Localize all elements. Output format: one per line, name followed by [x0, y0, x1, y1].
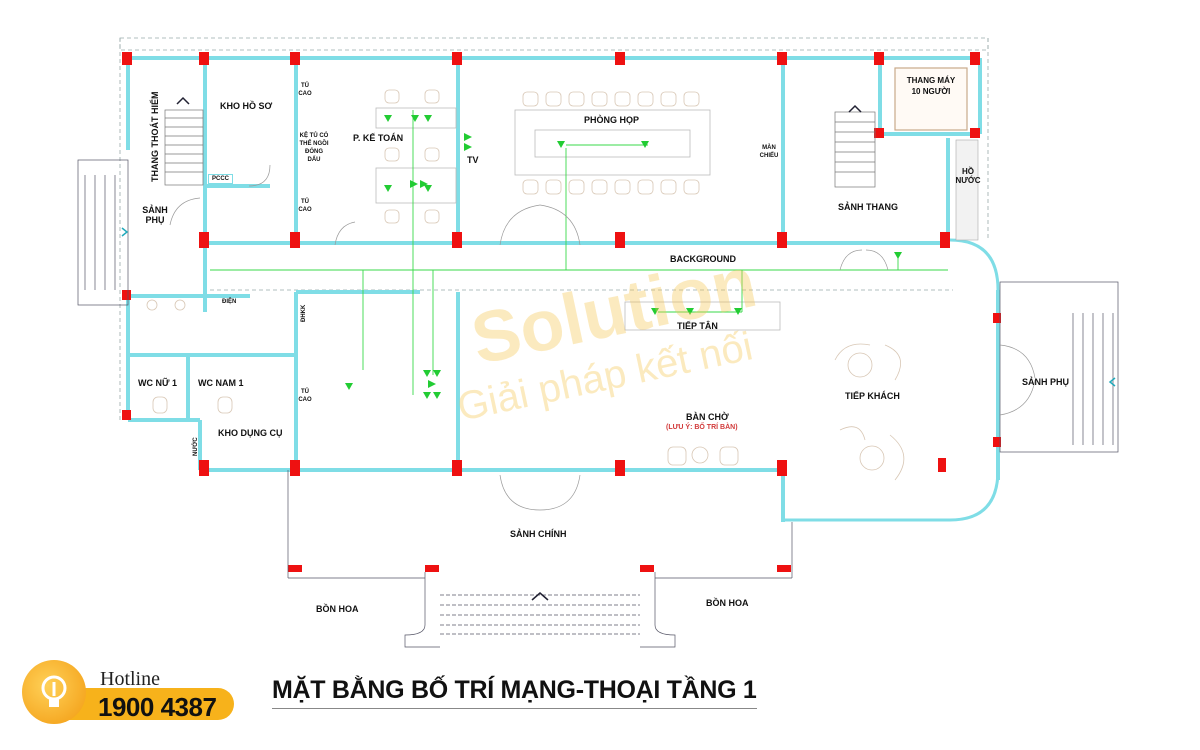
elevator-car: [894, 67, 968, 131]
label-waiting-note: (LƯU Ý: BỐ TRÍ BÀN): [666, 424, 738, 431]
label-side-hall-left: SẢNH PHỤ: [142, 205, 168, 225]
label-shelf-note: KỆ TỦ CÓ THỂ NGỒI ĐÓNG DẤU: [299, 133, 329, 163]
doors: [169, 164, 1036, 511]
columns: [122, 52, 1001, 572]
meeting-table: [514, 109, 711, 176]
emergency-stair-drawing: [164, 109, 204, 186]
label-side-hall-right: SẢNH PHỤ: [1022, 377, 1070, 387]
main-entrance-steps: [287, 470, 793, 648]
label-screen: MÀN CHIẾU: [759, 145, 779, 159]
walls: [126, 56, 1000, 522]
label-tall-cabinet-2: TỦ CAO: [298, 199, 312, 213]
building-outline: [119, 37, 989, 420]
label-tool-storage: KHO DỤNG CỤ: [218, 428, 283, 438]
label-flower-bed-left: BỒN HOA: [316, 604, 359, 614]
label-elevator: THANG MÁY 10 NGƯỜI: [906, 76, 956, 96]
label-water-tank: HỒ NƯỚC: [955, 167, 981, 185]
toilet-fixtures: [146, 299, 233, 414]
label-tv: TV: [467, 155, 479, 165]
network-outlets: [345, 115, 902, 399]
hotline-number[interactable]: 1900 4387: [98, 692, 217, 722]
label-wc-female: WC NỮ 1: [138, 378, 177, 388]
label-stair-hall: SẢNH THANG: [838, 202, 898, 212]
label-flower-bed-right: BỒN HOA: [706, 598, 749, 608]
label-reception: TIẾP TÂN: [677, 321, 718, 331]
label-tall-cabinet-3: TỦ CAO: [298, 389, 312, 403]
label-archive: KHO HỒ SƠ: [220, 101, 273, 111]
lightbulb-icon: [22, 660, 86, 724]
label-accounting: P. KẾ TOÁN: [353, 133, 404, 143]
hotline-label: Hotline: [100, 668, 160, 690]
label-emergency-stair: THANG THOÁT HIỂM: [150, 91, 160, 183]
label-electric: ĐIỆN: [222, 299, 237, 305]
label-waiting-desk: BÀN CHỜ: [686, 412, 729, 422]
drawing-title: MẶT BẰNG BỐ TRÍ MẠNG-THOẠI TẦNG 1: [272, 676, 757, 709]
hotline-pill: [58, 688, 234, 720]
curved-wall: [783, 238, 1000, 522]
guest-lounge-furniture: [667, 343, 905, 481]
hall-stair-drawing: [834, 111, 876, 188]
label-guest-area: TIẾP KHÁCH: [845, 391, 900, 401]
stair-direction-arrows: [121, 96, 1116, 387]
label-wc-male: WC NAM 1: [198, 378, 244, 388]
water-tank: [955, 139, 979, 241]
label-meeting-room: PHÒNG HỌP: [584, 115, 640, 125]
label-dhkk: ĐHKK: [301, 304, 307, 322]
network-cabling: [210, 110, 948, 395]
label-background: BACKGROUND: [670, 254, 736, 264]
right-side-steps: [999, 281, 1119, 453]
label-tall-cabinet-1: TỦ CAO: [298, 83, 312, 97]
reception-desk: [624, 301, 781, 331]
label-main-hall: SẢNH CHÍNH: [510, 529, 567, 539]
hotline-badge[interactable]: Hotline 1900 4387: [22, 660, 237, 724]
label-water: NƯỚC: [193, 437, 199, 456]
label-pccc: PCCC: [208, 174, 234, 184]
left-side-steps: [77, 159, 129, 306]
meeting-chairs: [522, 91, 700, 195]
accounting-desks: [375, 89, 457, 224]
